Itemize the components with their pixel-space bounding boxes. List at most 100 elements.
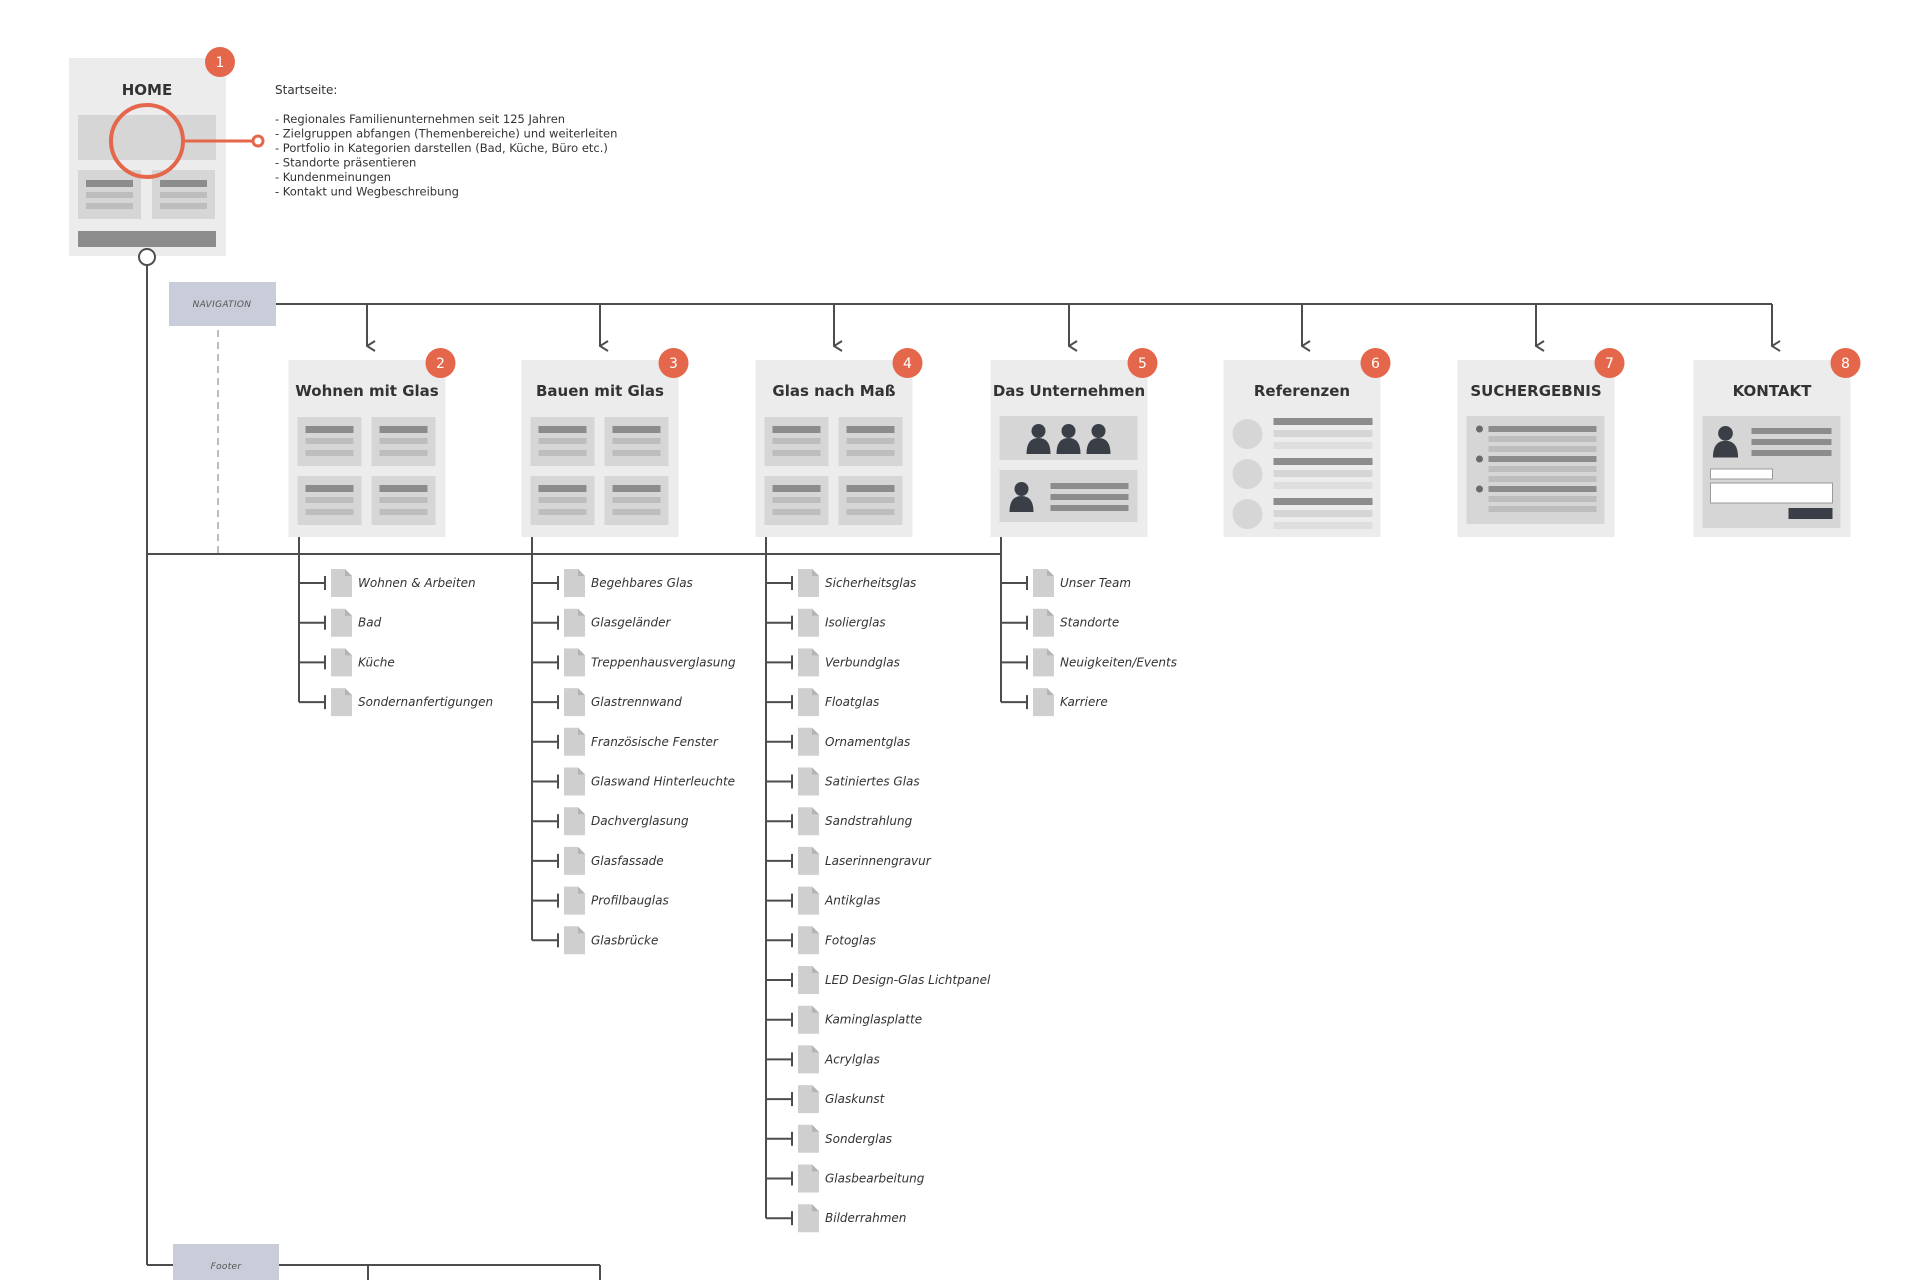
- home-description-title: Startseite:: [275, 83, 337, 97]
- reference-avatar: [1232, 499, 1263, 529]
- child-page-item[interactable]: Dachverglasung: [532, 807, 689, 836]
- home-title: HOME: [122, 81, 172, 99]
- child-page-item[interactable]: Glasbrücke: [532, 926, 658, 955]
- child-page-label: Isolierglas: [825, 616, 886, 630]
- child-page-item[interactable]: Floatglas: [766, 688, 879, 717]
- child-page-item[interactable]: Laserinnengravur: [766, 846, 932, 875]
- navigation-label-box: NAVIGATION: [169, 282, 276, 326]
- person-icon: [1712, 426, 1739, 458]
- page-badge: 3: [658, 348, 689, 378]
- child-page-item[interactable]: Standorte: [1001, 608, 1119, 637]
- child-page-label: Floatglas: [825, 695, 879, 709]
- page-badge-number: 8: [1841, 356, 1850, 372]
- page-card[interactable]: KONTAKT: [1693, 360, 1851, 537]
- child-page-label: Wohnen & Arbeiten: [358, 576, 476, 590]
- child-page-item[interactable]: Verbundglas: [766, 648, 900, 677]
- page-card[interactable]: Bauen mit Glas: [521, 360, 679, 537]
- child-page-item[interactable]: Wohnen & Arbeiten: [299, 569, 476, 597]
- child-page-label: Verbundglas: [825, 655, 900, 669]
- child-page-label: Profilbauglas: [591, 894, 669, 908]
- child-page-label: Französische Fenster: [591, 735, 719, 749]
- child-page-item[interactable]: Bilderrahmen: [766, 1204, 906, 1233]
- home-card[interactable]: HOME: [69, 58, 226, 256]
- child-page-item[interactable]: Glasbearbeitung: [766, 1164, 925, 1193]
- footer-label: Footer: [211, 1262, 243, 1272]
- reference-avatar: [1232, 419, 1263, 449]
- child-page-item[interactable]: Ornamentglas: [766, 727, 910, 756]
- page-card[interactable]: Das Unternehmen: [990, 360, 1148, 537]
- child-page-label: Glaswand Hinterleuchte: [591, 775, 735, 789]
- child-page-label: Ornamentglas: [825, 735, 910, 749]
- child-page-label: Glasfassade: [591, 854, 664, 868]
- child-page-item[interactable]: Sandstrahlung: [766, 807, 913, 836]
- page-node: KONTAKT 8: [1693, 304, 1861, 537]
- child-page-item[interactable]: Französische Fenster: [532, 727, 719, 756]
- child-page-item[interactable]: Glasgeländer: [532, 608, 672, 637]
- page-badge: 4: [892, 348, 923, 378]
- child-page-item[interactable]: Glastrennwand: [532, 688, 682, 717]
- page-card[interactable]: Referenzen: [1223, 360, 1381, 537]
- home-description-line: - Portfolio in Kategorien darstellen (Ba…: [275, 141, 608, 155]
- child-page-label: Glasbrücke: [591, 933, 658, 947]
- child-page-item[interactable]: Glaskunst: [766, 1085, 886, 1114]
- child-page-item[interactable]: LED Design-Glas Lichtpanel: [766, 966, 991, 994]
- page-card-title: Das Unternehmen: [993, 382, 1145, 400]
- home-description-line: - Zielgruppen abfangen (Themenbereiche) …: [275, 127, 617, 141]
- page-card-title: Glas nach Maß: [772, 382, 895, 400]
- home-teaser-left: [78, 170, 141, 219]
- home-teaser-right: [152, 170, 215, 219]
- child-page-item[interactable]: Kaminglasplatte: [766, 1005, 922, 1034]
- page-badge-number: 2: [436, 356, 445, 372]
- child-page-item[interactable]: Begehbares Glas: [532, 569, 693, 597]
- page-card-title: KONTAKT: [1733, 382, 1813, 400]
- child-page-label: Bad: [358, 616, 382, 630]
- child-page-label: Glastrennwand: [591, 695, 682, 709]
- footer-label-box: Footer: [173, 1244, 279, 1280]
- child-page-item[interactable]: Neuigkeiten/Events: [1001, 648, 1177, 677]
- child-page-item[interactable]: Küche: [299, 648, 395, 677]
- child-page-item[interactable]: Sondernanfertigungen: [299, 688, 493, 717]
- page-badge: 5: [1127, 348, 1158, 378]
- page-badge: 6: [1360, 348, 1391, 378]
- child-page-label: Unser Team: [1060, 576, 1131, 590]
- child-page-label: Dachverglasung: [591, 814, 689, 828]
- child-page-item[interactable]: Isolierglas: [766, 608, 886, 637]
- child-page-label: LED Design-Glas Lichtpanel: [825, 973, 991, 987]
- child-page-item[interactable]: Karriere: [1001, 688, 1108, 717]
- page-card[interactable]: Glas nach Maß: [755, 360, 913, 537]
- page-badge-number: 6: [1371, 356, 1380, 372]
- page-card-title: SUCHERGEBNIS: [1470, 382, 1601, 400]
- page-card-title: Wohnen mit Glas: [295, 382, 438, 400]
- child-page-item[interactable]: Acrylglas: [766, 1045, 880, 1074]
- child-page-item[interactable]: Glasfassade: [532, 846, 664, 875]
- page-card[interactable]: SUCHERGEBNIS: [1457, 360, 1615, 537]
- child-page-item[interactable]: Treppenhausverglasung: [532, 648, 736, 677]
- page-badge: 8: [1830, 348, 1861, 378]
- child-page-label: Sonderglas: [825, 1132, 892, 1146]
- child-page-label: Karriere: [1060, 695, 1108, 709]
- child-page-item[interactable]: Sicherheitsglas: [766, 569, 916, 597]
- child-page-item[interactable]: Bad: [299, 608, 382, 637]
- home-footer-bar: [78, 231, 216, 247]
- child-page-item[interactable]: Fotoglas: [766, 926, 876, 955]
- team-icon: [1026, 424, 1111, 454]
- child-page-label: Satiniertes Glas: [825, 775, 920, 789]
- page-node: Glas nach Maß 4SicherheitsglasIsolierglas…: [755, 304, 991, 1233]
- page-badge-number: 5: [1138, 356, 1147, 372]
- child-page-label: Antikglas: [824, 894, 880, 908]
- child-page-label: Glasgeländer: [591, 616, 672, 630]
- child-page-item[interactable]: Satiniertes Glas: [766, 767, 920, 796]
- page-card-title: Referenzen: [1254, 382, 1350, 400]
- child-page-label: Laserinnengravur: [825, 854, 932, 868]
- child-page-item[interactable]: Antikglas: [766, 886, 880, 915]
- child-page-label: Sicherheitsglas: [825, 576, 916, 590]
- child-page-item[interactable]: Unser Team: [1001, 569, 1131, 597]
- child-page-item[interactable]: Glaswand Hinterleuchte: [532, 767, 735, 796]
- page-card[interactable]: Wohnen mit Glas: [288, 360, 446, 537]
- child-page-item[interactable]: Profilbauglas: [532, 886, 669, 915]
- child-page-item[interactable]: Sonderglas: [766, 1124, 892, 1153]
- child-page-label: Acrylglas: [824, 1052, 880, 1066]
